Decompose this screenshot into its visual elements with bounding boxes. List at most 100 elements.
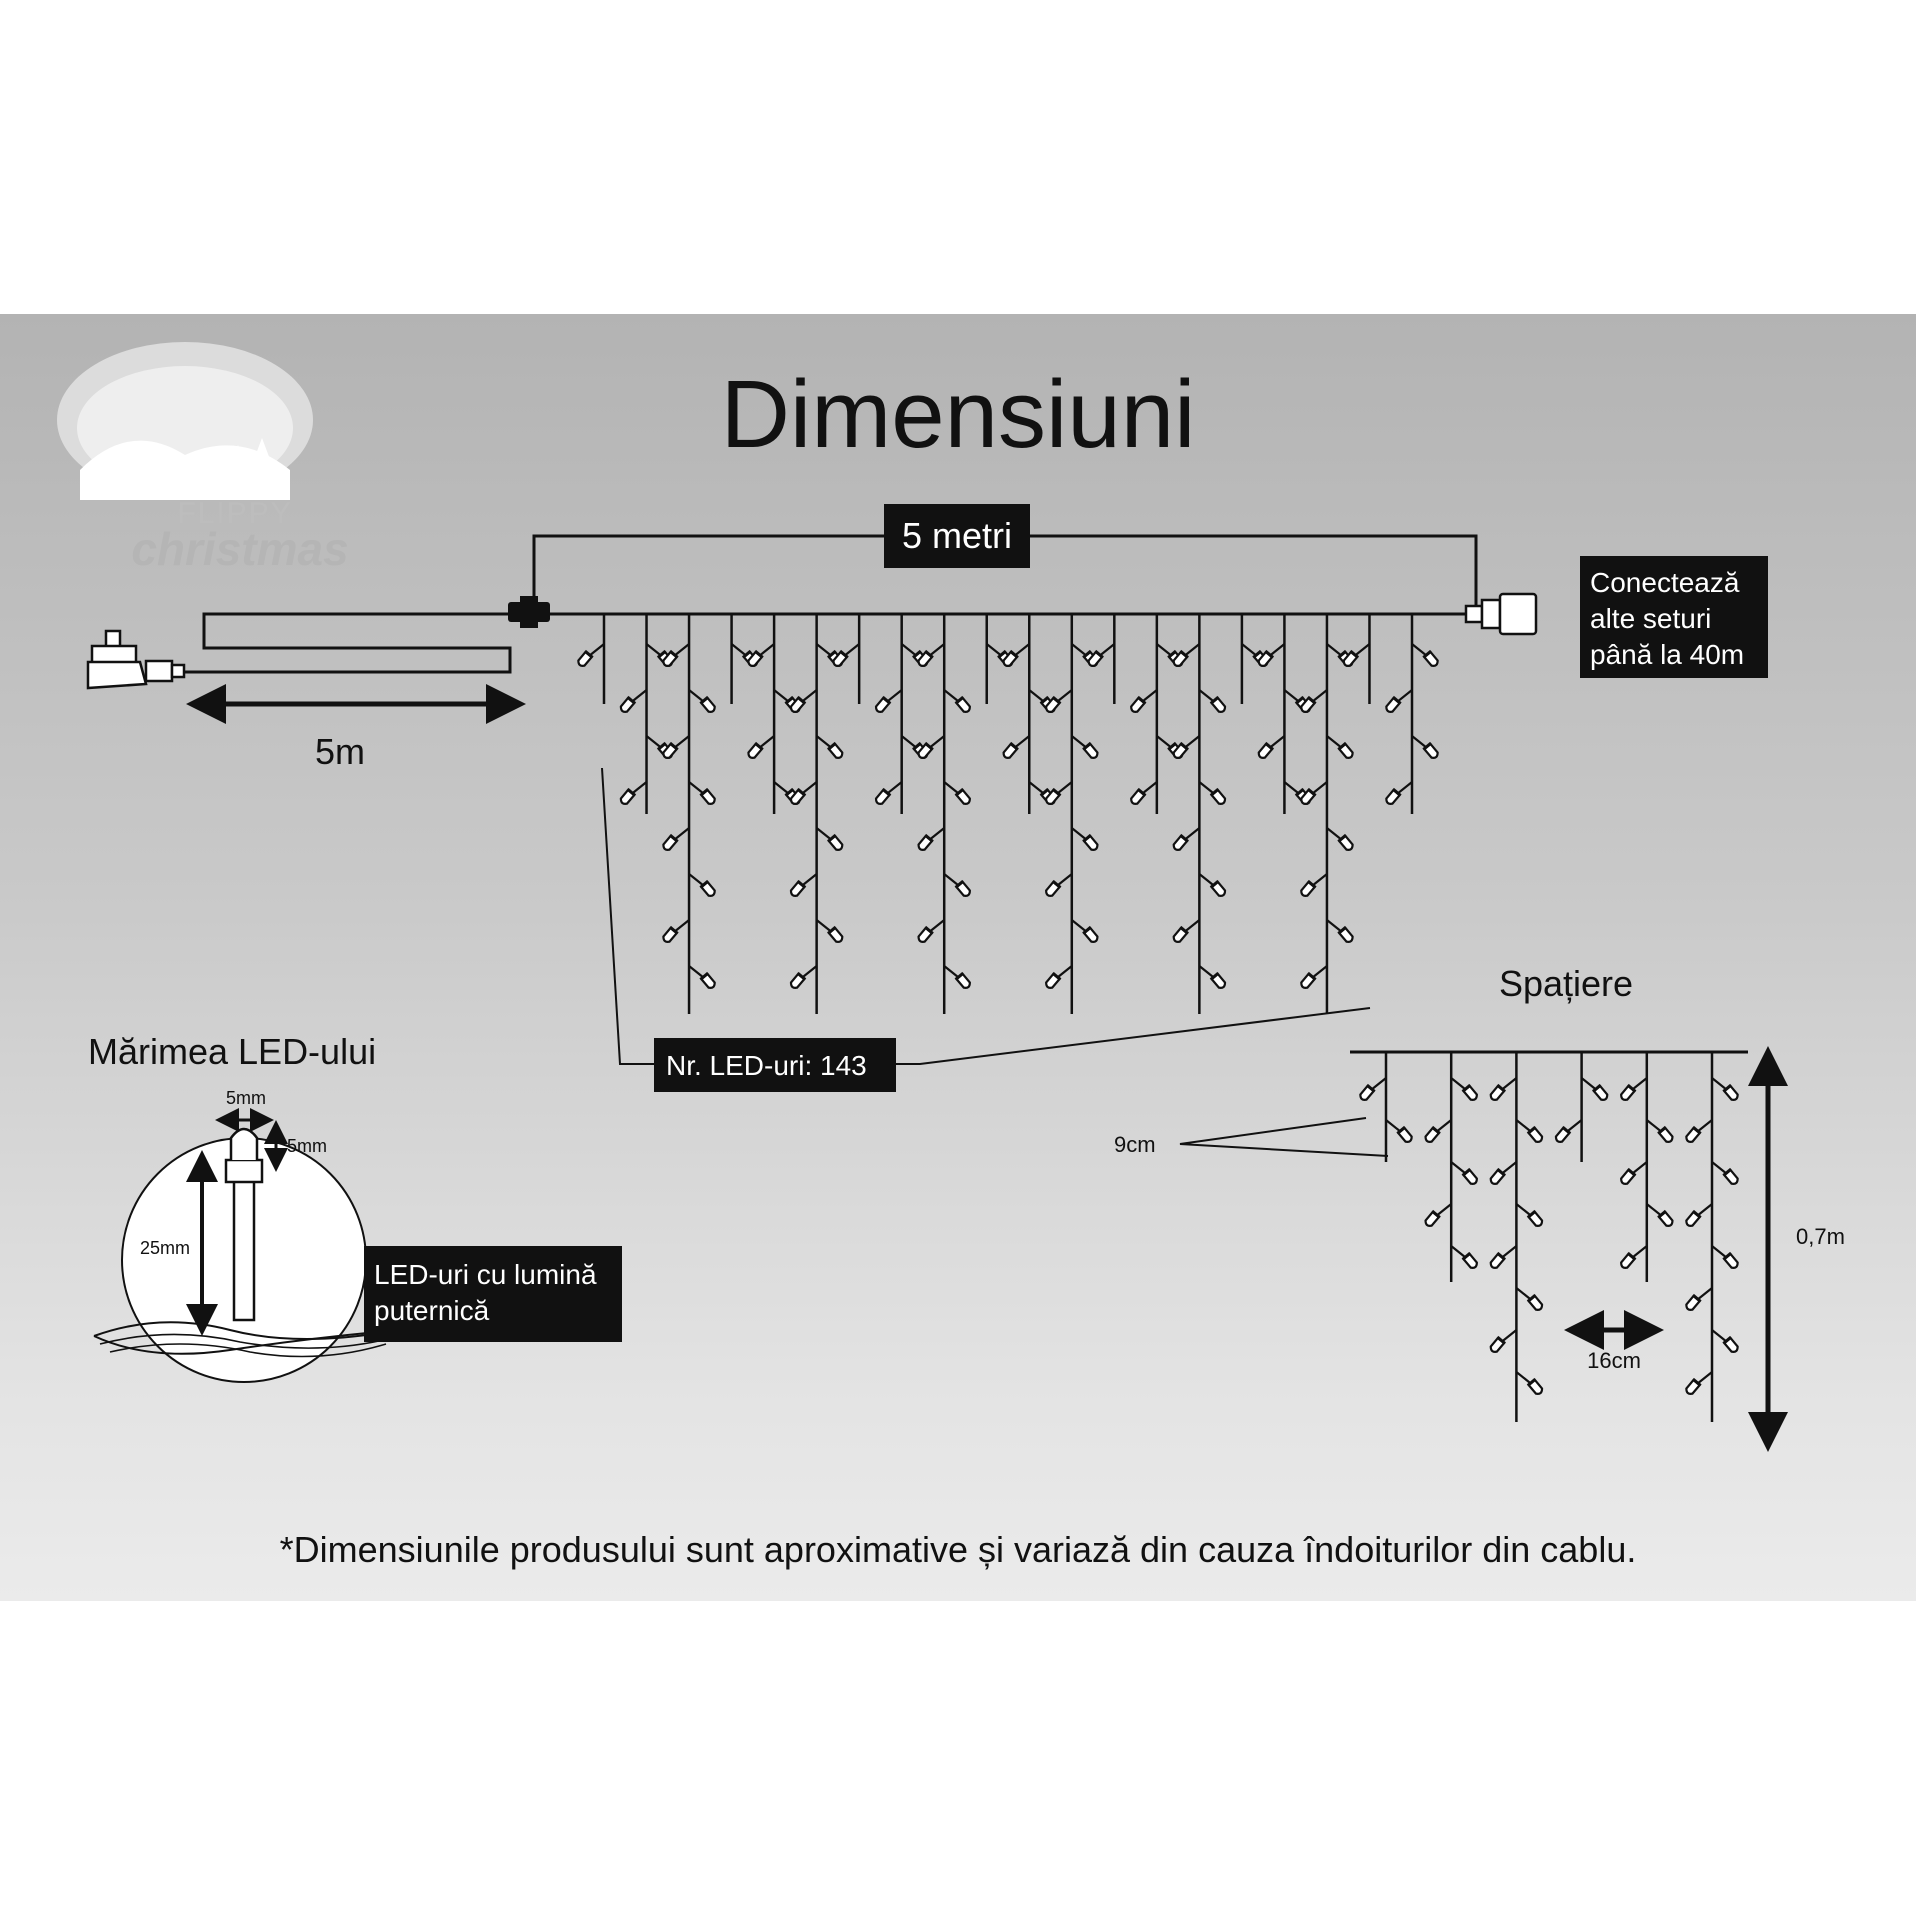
led-bulb-icon <box>1721 1166 1742 1188</box>
led-width-label: 5mm <box>226 1088 266 1108</box>
led-bulb-icon <box>659 832 680 854</box>
led-bulb-icon <box>1421 740 1442 762</box>
spacing-heading: Spațiere <box>1499 963 1633 1004</box>
led-size-heading: Mărimea LED-ului <box>88 1031 376 1072</box>
led-bulb-icon <box>1682 1292 1703 1314</box>
led-gap-label: 9cm <box>1114 1132 1156 1157</box>
led-bulb-icon <box>1081 924 1101 946</box>
flippy-christmas-logo: FLIPPY christmas <box>57 342 349 575</box>
led-bulb-icon <box>1682 1376 1703 1398</box>
led-bulb-icon <box>1487 1166 1508 1188</box>
led-bulb-icon <box>1170 832 1191 854</box>
led-bulb-icon <box>1081 832 1101 854</box>
led-bulb-icon <box>1617 1082 1638 1104</box>
led-bulb-icon <box>1127 786 1148 808</box>
led-bulb-icon <box>953 878 974 900</box>
led-bulb-icon <box>1460 1082 1481 1104</box>
led-bulb-icon <box>1617 1166 1638 1188</box>
led-bulb-icon <box>1042 970 1063 992</box>
led-bulb-icon <box>1525 1208 1546 1230</box>
led-count-box <box>654 1038 896 1092</box>
led-note-line1: LED-uri cu lumină <box>374 1259 597 1290</box>
led-count-leader-right <box>896 1007 1371 1065</box>
led-bulb-icon <box>1487 1082 1508 1104</box>
led-bulb-icon <box>1721 1250 1742 1272</box>
led-bulb-icon <box>1382 694 1403 716</box>
led-bulb-icon <box>1255 740 1276 762</box>
led-bulb-icon <box>1525 1292 1546 1314</box>
led-bulb-icon <box>1208 878 1229 900</box>
led-bulb-icon <box>1422 1208 1442 1230</box>
led-bulb-icon <box>825 924 846 946</box>
led-bulb-icon <box>1395 1124 1416 1146</box>
led-bulb-icon <box>1590 1082 1611 1104</box>
end-socket <box>1464 592 1538 636</box>
led-bulb-icon <box>953 786 974 808</box>
led-bulb-icon <box>787 878 808 900</box>
twisted-cable <box>93 1321 399 1358</box>
led-bulb-icon <box>1525 1376 1546 1398</box>
lead-cable <box>184 612 520 674</box>
led-bulb-icon <box>574 648 595 670</box>
led-bulb-icon <box>872 694 893 716</box>
led-bulb-icon <box>1656 1208 1676 1230</box>
led-bulb-icon <box>698 878 719 900</box>
connect-note-line3: până la 40m <box>1590 639 1744 670</box>
power-adapter <box>86 629 186 690</box>
led-bulb-icon <box>953 694 974 716</box>
drop-gap-label: 16cm <box>1587 1348 1641 1373</box>
page-title: Dimensiuni <box>721 361 1196 468</box>
led-bulb-icon <box>1356 1082 1377 1104</box>
logo-line2: christmas <box>131 523 348 575</box>
led-bulb-icon <box>915 924 935 946</box>
led-bulb-icon <box>1682 1124 1703 1146</box>
led-bulb-icon <box>698 970 719 992</box>
led-bulb-icon <box>1000 740 1020 762</box>
led-note-line2: puternică <box>374 1295 490 1326</box>
footnote: *Dimensiunile produsului sunt aproximati… <box>280 1529 1637 1570</box>
led-bulb-icon <box>825 740 846 762</box>
led-bulb-icon <box>1127 694 1148 716</box>
lead-length-label: 5m <box>315 731 365 772</box>
led-bulb-icon <box>953 970 974 992</box>
led-bulb-icon <box>1042 878 1063 900</box>
led-bulb-icon <box>787 970 808 992</box>
led-bulb-icon <box>1297 970 1318 992</box>
led-bulb-icon <box>1487 1334 1508 1356</box>
led-count-label: Nr. LED-uri: 143 <box>666 1050 867 1081</box>
led-bulb-icon <box>659 924 680 946</box>
led-bulb-icon <box>1382 786 1403 808</box>
led-bulb-icon <box>744 740 765 762</box>
led-bulb-icon <box>1208 786 1229 808</box>
led-bulb-icon <box>1422 1124 1442 1146</box>
led-bulb-icon <box>1421 648 1442 670</box>
led-bulb-icon <box>1336 740 1357 762</box>
led-bulb-icon <box>1336 832 1357 854</box>
led-note-box <box>364 1246 622 1342</box>
led-height-label: 5mm <box>287 1136 327 1156</box>
connect-note-line1: Conectează <box>1590 567 1740 598</box>
led-bulb-icon <box>1081 740 1101 762</box>
led-bulb-closeup <box>224 1127 264 1322</box>
led-bulb-icon <box>1208 970 1229 992</box>
drop-length-label: 0,7m <box>1796 1224 1845 1249</box>
led-bulb-icon <box>1721 1334 1742 1356</box>
led-bulb-icon <box>1525 1124 1546 1146</box>
led-bulb-icon <box>1297 878 1318 900</box>
led-bulb-icon <box>1721 1082 1742 1104</box>
led-bulb-icon <box>915 832 935 854</box>
connector-plug <box>508 596 550 628</box>
led-bulb-icon <box>1460 1250 1481 1272</box>
led-leg-label: 25mm <box>140 1238 190 1258</box>
led-bulb-icon <box>617 786 638 808</box>
led-bulb-icon <box>1208 694 1229 716</box>
led-bulb-icon <box>1617 1250 1638 1272</box>
led-bulb-icon <box>1552 1124 1573 1146</box>
led-bulb-icon <box>1682 1208 1703 1230</box>
length-label: 5 metri <box>902 515 1012 556</box>
length-label-box <box>884 504 1030 568</box>
connect-note-line2: alte seturi <box>1590 603 1711 634</box>
connect-note-box <box>1580 556 1768 678</box>
logo-line1: FLIPPY <box>177 497 292 530</box>
